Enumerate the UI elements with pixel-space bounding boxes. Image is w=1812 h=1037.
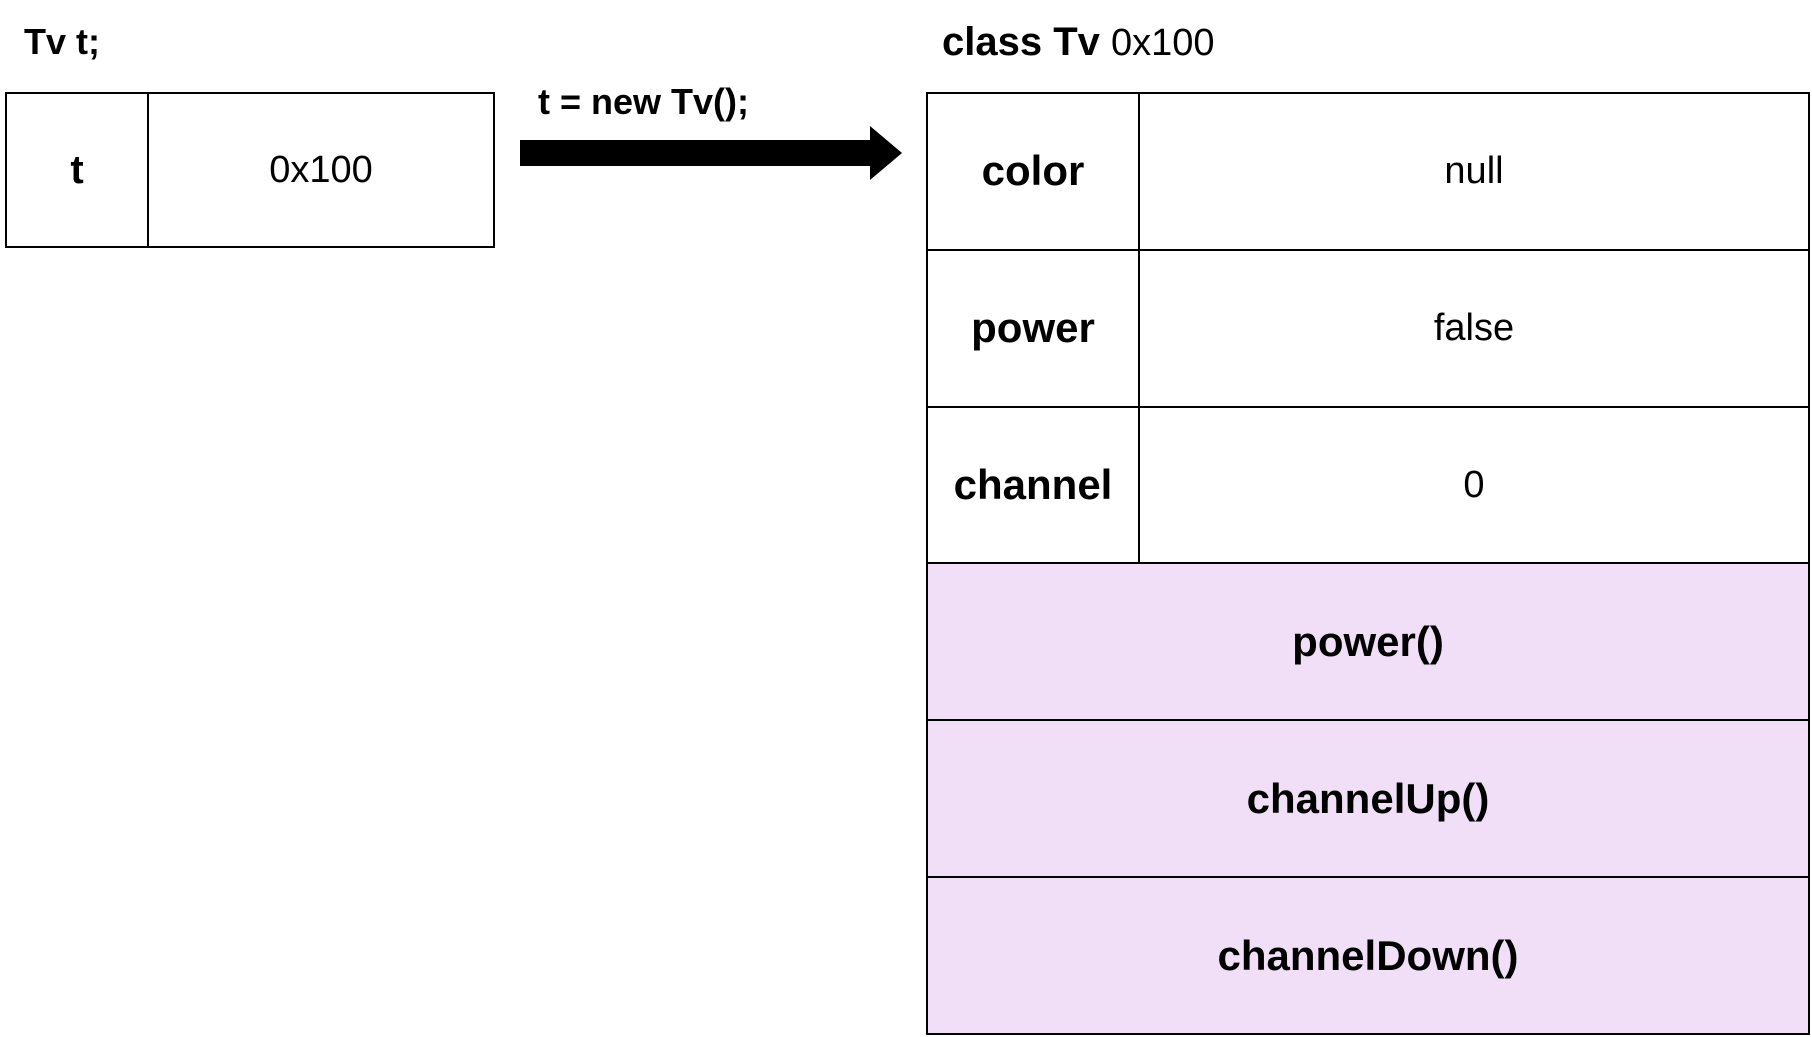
variable-declaration: Tv t; (24, 21, 100, 62)
object-address: 0x100 (1111, 22, 1215, 64)
method-row-channel-up: channelUp() (928, 721, 1808, 879)
assignment-label: t = new Tv(); (538, 81, 750, 122)
field-row-power: power false (928, 250, 1808, 408)
field-row-color: color null (928, 94, 1808, 251)
field-value: null (1444, 149, 1504, 192)
field-name: channel (928, 407, 1140, 563)
class-keyword: class Tv (942, 20, 1100, 64)
method-row-power: power() (928, 564, 1808, 722)
method-row-channel-down: channelDown() (928, 878, 1808, 1033)
field-value: 0 (1463, 463, 1485, 506)
variable-name: t (7, 94, 149, 246)
field-value: false (1433, 306, 1515, 349)
reference-arrow (520, 126, 902, 180)
field-row-channel: channel 0 (928, 407, 1808, 565)
arrow-shape (520, 126, 902, 180)
field-name: power (928, 250, 1140, 406)
class-title: class Tv 0x100 (942, 16, 1215, 69)
object-box: color null power false channel 0 power()… (926, 92, 1810, 1035)
variable-value: 0x100 (269, 148, 373, 191)
field-name: color (928, 94, 1140, 249)
reference-variable-box: t 0x100 (5, 92, 495, 248)
